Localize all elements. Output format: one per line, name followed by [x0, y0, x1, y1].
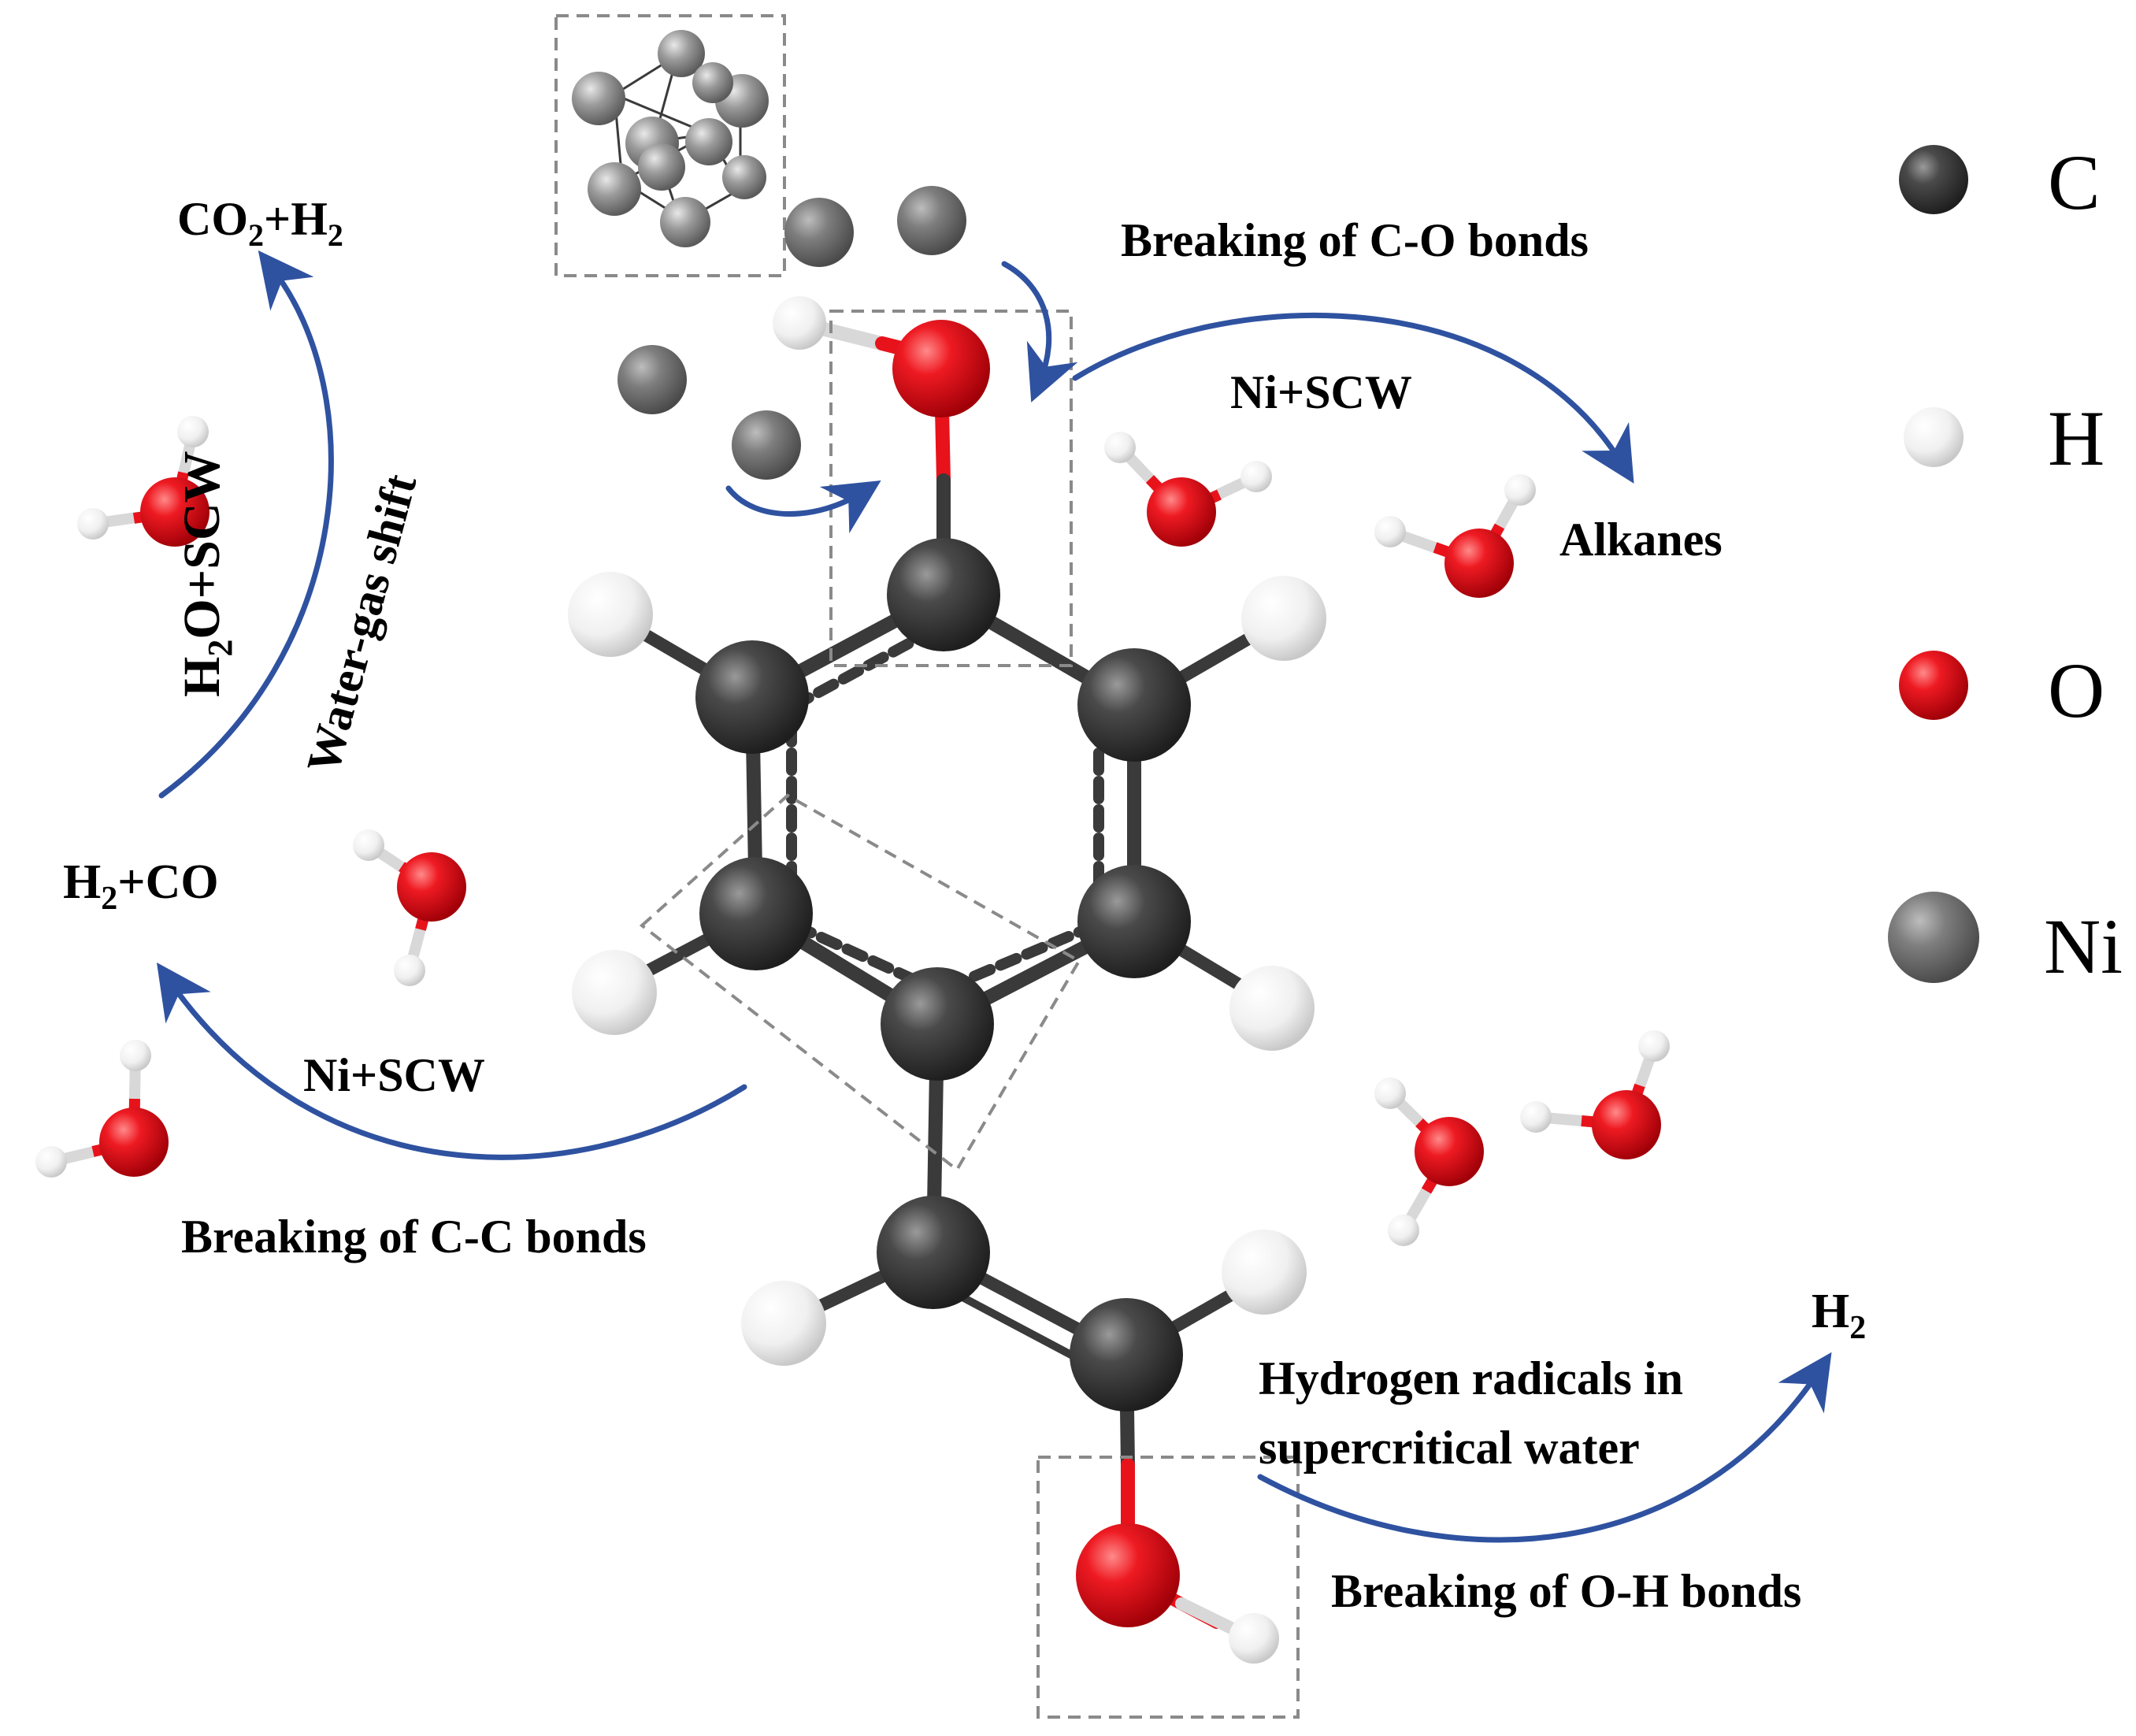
oxygen-atom-icon [1899, 651, 1968, 720]
carbon-atom [699, 857, 813, 970]
label-h2-product: H2 [1812, 1285, 1866, 1346]
water-molecule [1104, 432, 1272, 547]
arrow-co2-h2 [158, 250, 334, 799]
label-alkanes: Alkanes [1559, 514, 1723, 566]
water-molecules [35, 416, 1670, 1246]
hydrogen-atom [572, 950, 657, 1035]
hydrogen-atom [1229, 966, 1315, 1051]
water-molecule [1520, 1030, 1670, 1159]
arrow-h2-co [156, 963, 747, 1160]
label-h2-co: H2+CO [63, 855, 219, 917]
label-breaking-cc: Breaking of C-C bonds [181, 1211, 647, 1263]
free-nickel-atoms [617, 186, 966, 480]
label-hydrogen-radicals-2: supercritical water [1259, 1422, 1640, 1474]
nickel-atom [732, 410, 801, 480]
hydrogen-atom [1229, 1613, 1279, 1664]
hydrogen-atom [773, 296, 826, 350]
arrow-h2-product [1257, 1352, 1832, 1543]
hydrogen-atom [1241, 576, 1326, 661]
carbon-atom [877, 1196, 990, 1309]
carbon-atom [1070, 1298, 1183, 1411]
nickel-atom [784, 198, 854, 267]
arrow-alkanes [1072, 313, 1634, 484]
label-ni-scw-top: Ni+SCW [1230, 366, 1412, 418]
label-breaking-co: Breaking of C-O bonds [1121, 214, 1589, 266]
legend-label-hydrogen: H [2048, 395, 2104, 482]
reaction-arrows [156, 250, 1832, 1543]
carbon-atom [887, 538, 1000, 651]
hydrogen-atom-icon [1904, 407, 1964, 467]
water-molecule [35, 1040, 169, 1178]
label-co2-h2: CO2+H2 [177, 193, 343, 253]
hydrogen-atom [1222, 1230, 1307, 1315]
oh-bond-box [1036, 1456, 1300, 1719]
carbon-atom [1077, 648, 1191, 762]
hydrogen-atom [568, 572, 653, 657]
molecule-atoms [568, 296, 1326, 1664]
nickel-atom [617, 345, 687, 414]
water-molecule [1374, 1078, 1484, 1246]
oxygen-atom [1076, 1523, 1180, 1627]
oxygen-atom [892, 320, 990, 417]
nickel-cluster [554, 14, 786, 277]
arrow-cluster-to-o [1001, 261, 1078, 402]
water-molecule [1374, 474, 1536, 598]
legend-label-carbon: C [2048, 139, 2101, 226]
cluster-dashed-box [554, 14, 786, 277]
label-breaking-oh: Breaking of O-H bonds [1331, 1565, 1801, 1617]
water-molecule [77, 416, 210, 547]
label-water-gas-shift: Water-gas shift [297, 469, 427, 778]
carbon-atom-icon [1899, 145, 1968, 214]
label-ni-scw-left: Ni+SCW [303, 1049, 485, 1101]
label-hydrogen-radicals-1: Hydrogen radicals in [1259, 1352, 1683, 1404]
nickel-atom [897, 186, 966, 255]
arrow-ni-to-oh [725, 480, 881, 534]
element-legend: C H O Ni [1888, 139, 2123, 990]
legend-label-nickel: Ni [2044, 903, 2123, 990]
nickel-atom-icon [1888, 892, 1979, 983]
cc-bond-box [639, 793, 1081, 1172]
carbon-atom [695, 640, 809, 754]
label-h2o-scw: H2O+SCW [173, 451, 239, 697]
water-molecule [353, 829, 466, 986]
legend-label-oxygen: O [2048, 647, 2104, 734]
carbon-atom [881, 967, 994, 1081]
hydrogen-atom [741, 1281, 826, 1366]
carbon-atom [1077, 865, 1191, 978]
